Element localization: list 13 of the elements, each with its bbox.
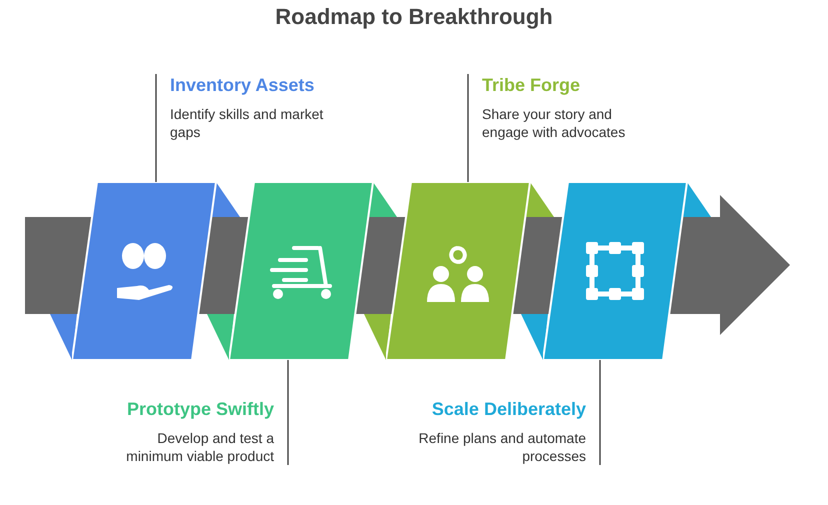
step-heading: Prototype Swiftly: [126, 398, 274, 420]
step-heading: Inventory Assets: [170, 74, 316, 96]
step-heading: Scale Deliberately: [430, 398, 586, 420]
title: Roadmap to Breakthrough: [274, 4, 554, 30]
step-description: Develop and test a minimum viable product: [125, 429, 274, 465]
step-description: Identify skills and market gaps: [170, 105, 324, 141]
leader-line: [155, 74, 157, 182]
step-description: Refine plans and automate processes: [418, 429, 586, 465]
leader-line: [599, 360, 601, 465]
leader-line: [467, 74, 469, 182]
leader-line: [287, 360, 289, 465]
step-description: Share your story and engage with advocates: [482, 105, 626, 141]
step-heading: Tribe Forge: [482, 74, 582, 96]
